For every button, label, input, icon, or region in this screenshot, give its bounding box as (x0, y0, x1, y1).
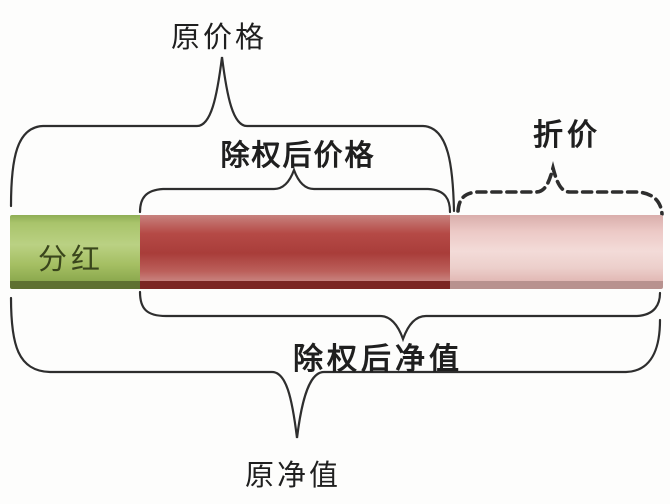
discount-segment (450, 215, 663, 289)
original-price-brace (9, 56, 456, 213)
original-nav-label: 原净值 (244, 460, 342, 492)
ex-rights-price-segment (140, 215, 450, 289)
original-price-label: 原价格 (170, 22, 268, 54)
ex-rights-price-label: 除权后价格 (220, 140, 376, 172)
original-nav-brace (9, 296, 662, 439)
dividend-segment (10, 215, 140, 289)
dividend-label: 分红 (37, 244, 105, 276)
ex-rights-nav-brace (138, 290, 662, 343)
ex-rights-nav-label: 除权后净值 (293, 343, 463, 376)
discount-label: 折价 (533, 119, 601, 152)
discount-brace (456, 161, 664, 216)
ex-rights-price-brace (138, 166, 452, 214)
